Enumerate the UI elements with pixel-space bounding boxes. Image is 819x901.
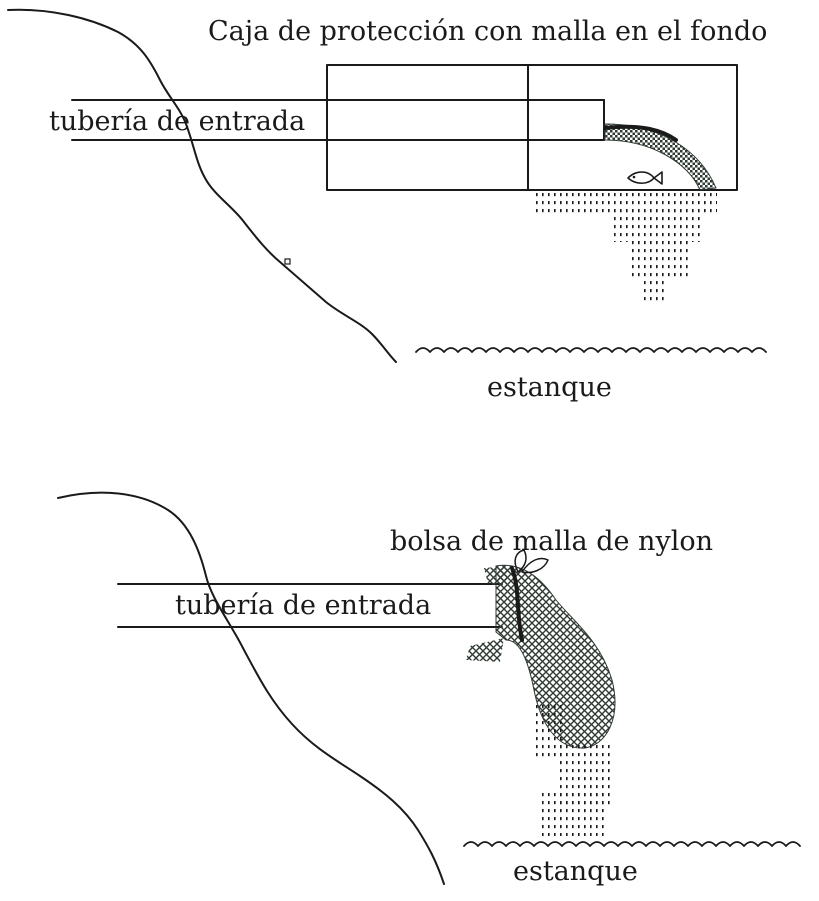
bank-stone <box>284 258 291 265</box>
tie-loop-left <box>514 549 527 573</box>
top-pond-surface <box>415 347 767 353</box>
bottom-bank-line <box>57 491 445 885</box>
bottom-title: bolsa de malla de nylon <box>390 526 713 557</box>
nylon-mesh-bag <box>466 549 616 749</box>
protection-box <box>326 64 738 191</box>
top-pond-label: estanque <box>487 372 612 403</box>
bottom-pipe-label: tubería de entrada <box>175 590 432 621</box>
stream-edge <box>603 124 678 142</box>
top-pipe-label: tubería de entrada <box>49 106 306 137</box>
bottom-falling-water <box>536 700 610 836</box>
bottom-pond-surface <box>463 841 801 847</box>
bag-tie <box>510 566 524 642</box>
bottom-diagram <box>57 491 801 885</box>
top-title: Caja de protección con malla en el fondo <box>208 16 768 47</box>
top-diagram <box>7 8 767 363</box>
top-falling-water <box>532 192 717 304</box>
top-inlet-pipe <box>71 99 605 141</box>
bottom-pond-label: estanque <box>513 856 638 887</box>
bottom-inlet-pipe <box>117 583 503 628</box>
tie-loop-right <box>521 557 549 574</box>
top-bank-line <box>7 8 397 363</box>
fish-icon <box>627 171 663 185</box>
